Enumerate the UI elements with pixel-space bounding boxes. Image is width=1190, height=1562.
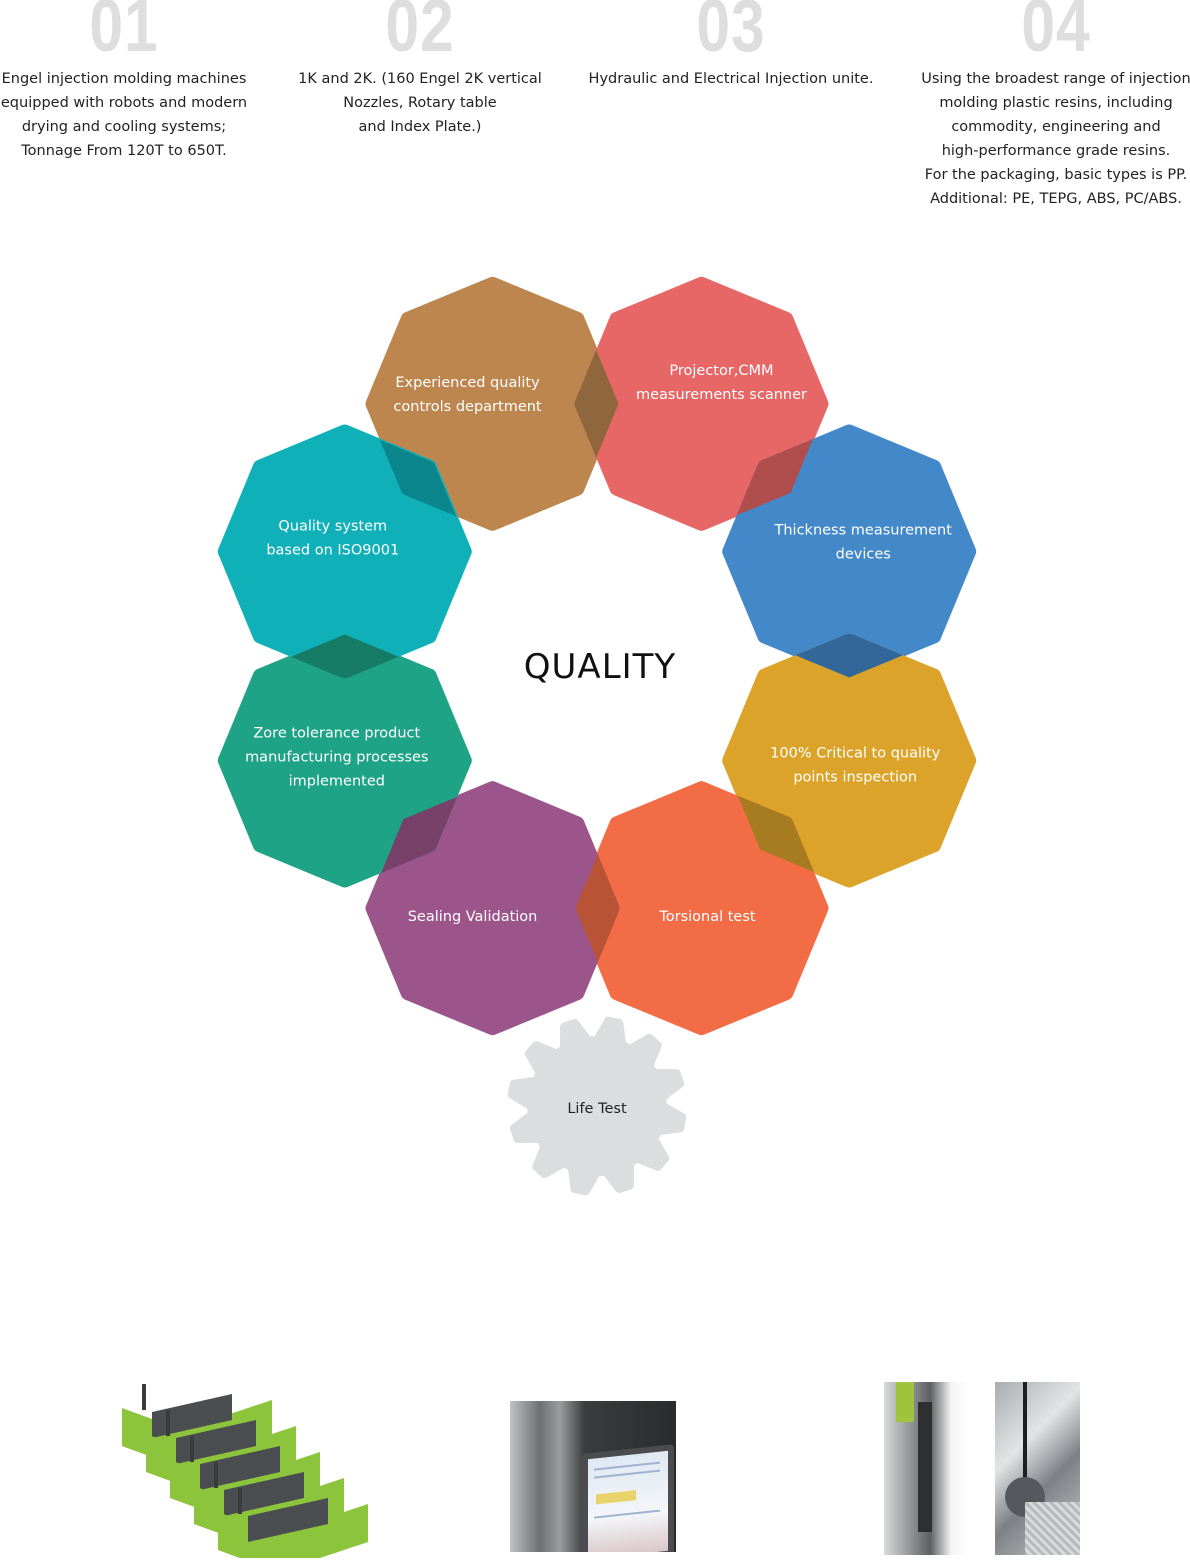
segment-label-line: Sealing Validation (408, 909, 538, 925)
segment-label-line: controls department (393, 399, 542, 415)
feature-number: 03 (696, 0, 766, 67)
machines-illustration (122, 1384, 368, 1562)
quality-title: QUALITY (524, 647, 676, 687)
segment-label-line: Projector,CMM (669, 363, 773, 379)
segment-label-line: points inspection (793, 769, 917, 785)
desc-line: commodity, engineering and (951, 119, 1161, 135)
photo-control-screen (510, 1401, 676, 1552)
segment-overlap (722, 424, 828, 530)
robot-arm (166, 1410, 170, 1436)
segment-label-line: manufacturing processes (245, 749, 428, 765)
segment-label-line: implemented (289, 773, 385, 789)
desc-line: Engel injection molding machines (1, 71, 247, 87)
desc-line: drying and cooling systems; (21, 119, 227, 135)
desc-line: high-performance grade resins. (941, 143, 1171, 159)
robot-arm (142, 1384, 146, 1410)
photo-machine-side (884, 1382, 968, 1555)
segment-overlap (365, 425, 471, 531)
life-test-label: Life Test (567, 1101, 627, 1117)
feature-number: 01 (89, 0, 159, 67)
segment-label-line: Quality system (278, 519, 387, 535)
segment-overlap (723, 781, 829, 887)
segment-label-line: 100% Critical to quality (770, 745, 941, 761)
grate (1025, 1502, 1080, 1555)
segment-label-line: measurements scanner (636, 387, 807, 403)
control-panel (918, 1402, 932, 1532)
segment-label: Zore tolerance product manufacturing proc… (245, 725, 428, 789)
segment-label-line: Experienced quality (395, 375, 540, 391)
life-test-gear-icon (507, 1016, 687, 1196)
segment-label: Projector,CMM measurements scanner (636, 363, 807, 403)
segment-label-line: Zore tolerance product (253, 725, 420, 741)
desc-line: Tonnage From 120T to 650T. (21, 143, 227, 159)
quality-diagram: Experienced quality controls department Pr… (217, 276, 977, 1196)
desc-line: Nozzles, Rotary table (343, 95, 497, 111)
segment-label: 100% Critical to quality points inspectio… (770, 745, 941, 785)
segment-label: Torsional test (658, 909, 756, 925)
machine-unit (152, 1394, 232, 1438)
green-panel (896, 1382, 914, 1422)
feature-number: 02 (385, 0, 455, 67)
segment-label-line: Torsional test (658, 909, 756, 925)
desc-line: Additional: PE, TEPG, ABS, PC/ABS. (930, 191, 1182, 207)
desc-line: Using the broadest range of injection (921, 71, 1190, 87)
segment-label-line: based on ISO9001 (266, 543, 399, 559)
feature-description: Engel injection molding machines equippe… (0, 67, 248, 163)
desc-line: Hydraulic and Electrical Injection unite… (588, 71, 874, 87)
segment-label-line: devices (836, 547, 891, 563)
desc-line: For the packaging, basic types is PP. (924, 167, 1188, 183)
machine-unit (248, 1498, 328, 1542)
feature-description: Using the broadest range of injection mo… (916, 67, 1190, 211)
robot-arm (190, 1436, 194, 1462)
desc-line: 1K and 2K. (160 Engel 2K vertical (298, 71, 542, 87)
cable (1023, 1382, 1027, 1492)
machine-unit (176, 1420, 256, 1464)
segment-label: Quality system based on ISO9001 (266, 519, 399, 559)
photo-machine-detail (995, 1382, 1080, 1555)
segment-label: Sealing Validation (408, 909, 538, 925)
robot-arm (238, 1488, 242, 1514)
segment-overlap (366, 782, 472, 888)
photo-machines-row (112, 1380, 374, 1562)
feature-description: Hydraulic and Electrical Injection unite… (580, 67, 882, 91)
machine-unit (200, 1446, 280, 1490)
segment-overlap (218, 634, 471, 679)
feature-description: 1K and 2K. (160 Engel 2K vertical Nozzle… (290, 67, 550, 139)
segment-label-line: Thickness measurement (774, 523, 953, 539)
feature-number: 04 (1021, 0, 1091, 67)
desc-line: equipped with robots and modern (0, 95, 248, 111)
screen-display (588, 1450, 668, 1552)
segment-label: Experienced quality controls department (393, 375, 542, 415)
machine-body (218, 1504, 368, 1562)
robot-arm (214, 1462, 218, 1488)
desc-line: molding plastic resins, including (939, 95, 1173, 111)
segment-label: Thickness measurement devices (774, 523, 953, 563)
machine-unit (224, 1472, 304, 1516)
desc-line: and Index Plate.) (358, 119, 482, 135)
